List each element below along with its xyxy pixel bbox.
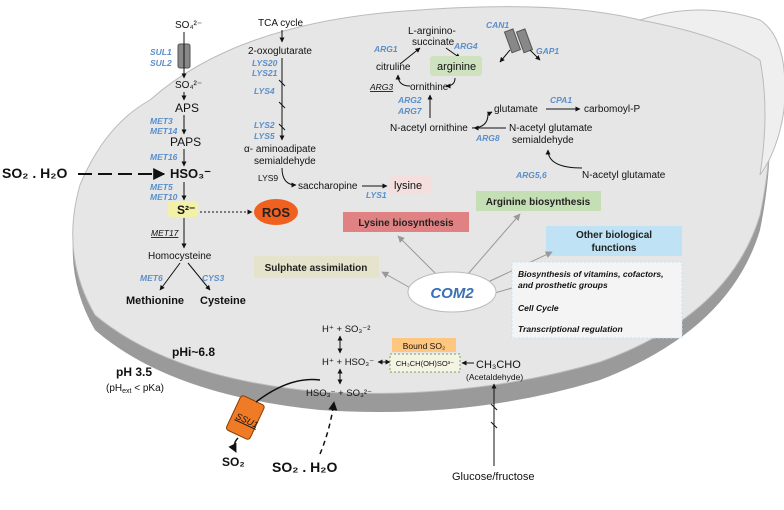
bound-formula: CH₃CH(OH)SO³⁻ [396,359,454,368]
lysine-biosynthesis-box [343,212,469,232]
arginine: arginine [437,61,476,73]
carbomoyl-p: carbomoyl-P [584,104,640,115]
gene-met14: MET14 [150,126,178,136]
sulphate-assimilation-label: Sulphate assimilation [265,263,368,274]
ph-ext-label: pH 3.5 [116,365,152,379]
hso3-so3: HSO₃⁻ + SO₃²⁻ [306,388,372,399]
function-item-1-line2: and prosthetic groups [518,280,608,290]
gene-met10: MET10 [150,192,178,202]
so4-outside: SO₄²⁻ [175,20,202,31]
gene-met3: MET3 [150,116,173,126]
bound-formula-box [389,353,461,373]
gene-cys3: CYS3 [202,273,224,283]
can1-gap1-transporter [503,28,534,54]
arginosuccinate: L-arginino- [408,26,456,37]
gene-sul1: SUL1 [150,47,172,57]
gene-met6: MET6 [140,273,163,283]
ch3cho: CH₃CHO [476,359,521,371]
so2-h2o-left: SO₂ . H₂O [2,165,67,181]
other-functions-label: Other biological [576,230,652,241]
bound-so2-box [392,338,456,352]
gene-arg8: ARG8 [475,133,500,143]
so2-out: SO₂ [222,455,245,469]
acetaldehyde: (Acetaldehyde) [466,372,523,382]
oxoglutarate: 2-oxoglutarate [248,46,312,57]
gene-lys5: LYS5 [254,131,275,141]
gene-can1: CAN1 [486,20,509,30]
glutamate: glutamate [494,104,538,115]
gene-arg4: ARG4 [453,41,478,51]
h-hso3: H⁺ + HSO₃⁻ [322,357,374,368]
aminoadipate: α- aminoadipate [244,144,316,155]
functions-list-box [511,261,683,339]
sulfide: S²⁻ [177,203,195,217]
gene-lys9: LYS9 [258,173,278,183]
s2-highlight [168,201,198,217]
sulphate-assimilation-box [254,256,379,278]
phi-label: pHi~6.8 [172,345,215,359]
ph-ext-note: (pHext < pKa) [106,383,164,395]
arginine-biosynthesis-label: Arginine biosynthesis [486,197,591,208]
paps: PAPS [170,135,201,149]
gene-met5: MET5 [150,182,173,192]
cell-bud [638,9,784,176]
saccharopine: saccharopine [298,181,358,192]
gene-gap1: GAP1 [536,46,559,56]
arginosuccinate-line2: succinate [412,37,455,48]
ros: ROS [262,205,291,220]
gene-arg7: ARG7 [397,106,423,116]
lysine: lysine [394,180,422,192]
com2-ellipse [407,271,497,313]
cysteine: Cysteine [200,295,246,307]
other-functions-label-line2: functions [592,243,637,254]
function-item-2: Cell Cycle [518,303,559,313]
n-acetyl-glutamate: N-acetyl glutamate [582,170,666,181]
gene-arg3: ARG3 [369,82,393,92]
gene-arg1: ARG1 [373,44,398,54]
com2-label: COM2 [430,285,474,302]
function-item-1: Biosynthesis of vitamins, cofactors, [518,269,663,279]
aps: APS [175,101,199,115]
so4-inside: SO₄²⁻ [175,80,202,91]
gene-lys4: LYS4 [254,86,275,96]
n-acetyl-glutamate-semialdehyde: N-acetyl glutamate [509,123,593,134]
gene-met17: MET17 [151,228,179,238]
methionine: Methionine [126,295,184,307]
n-acetyl-glutamate-semialdehyde-line2: semialdehyde [512,135,574,146]
lysine-highlight [389,176,431,194]
gene-cpa1: CPA1 [550,95,572,105]
h-so3-top: H⁺ + SO₃⁻² [322,324,370,335]
bound-so2-label: Bound SO₂ [403,341,446,351]
hso3: HSO₃⁻ [170,166,211,181]
arginine-highlight [430,56,482,76]
tca-cycle: TCA cycle [258,18,303,29]
lysine-biosynthesis-label: Lysine biosynthesis [358,218,454,229]
gene-arg56: ARG5,6 [515,170,547,180]
gene-lys20: LYS20 [252,58,278,68]
homocysteine: Homocysteine [148,251,212,262]
arginine-biosynthesis-box [476,191,601,211]
so2-h2o-bottom: SO₂ . H₂O [272,459,337,475]
citruline: citruline [376,62,411,73]
glucose-fructose: Glucose/fructose [452,471,535,483]
gene-met16: MET16 [150,152,178,162]
aminoadipate-line2: semialdehyde [254,156,316,167]
n-acetyl-ornithine: N-acetyl ornithine [390,123,468,134]
gene-arg2: ARG2 [397,95,422,105]
function-item-3: Transcriptional regulation [518,324,623,334]
gene-sul2: SUL2 [150,58,172,68]
gene-lys1: LYS1 [366,190,387,200]
ros-bubble [254,199,298,225]
other-functions-box [546,226,682,256]
gene-lys21: LYS21 [252,68,278,78]
ssu1-transporter [226,395,265,440]
ornithine: ornithine [410,82,449,93]
gene-lys2: LYS2 [254,120,275,130]
